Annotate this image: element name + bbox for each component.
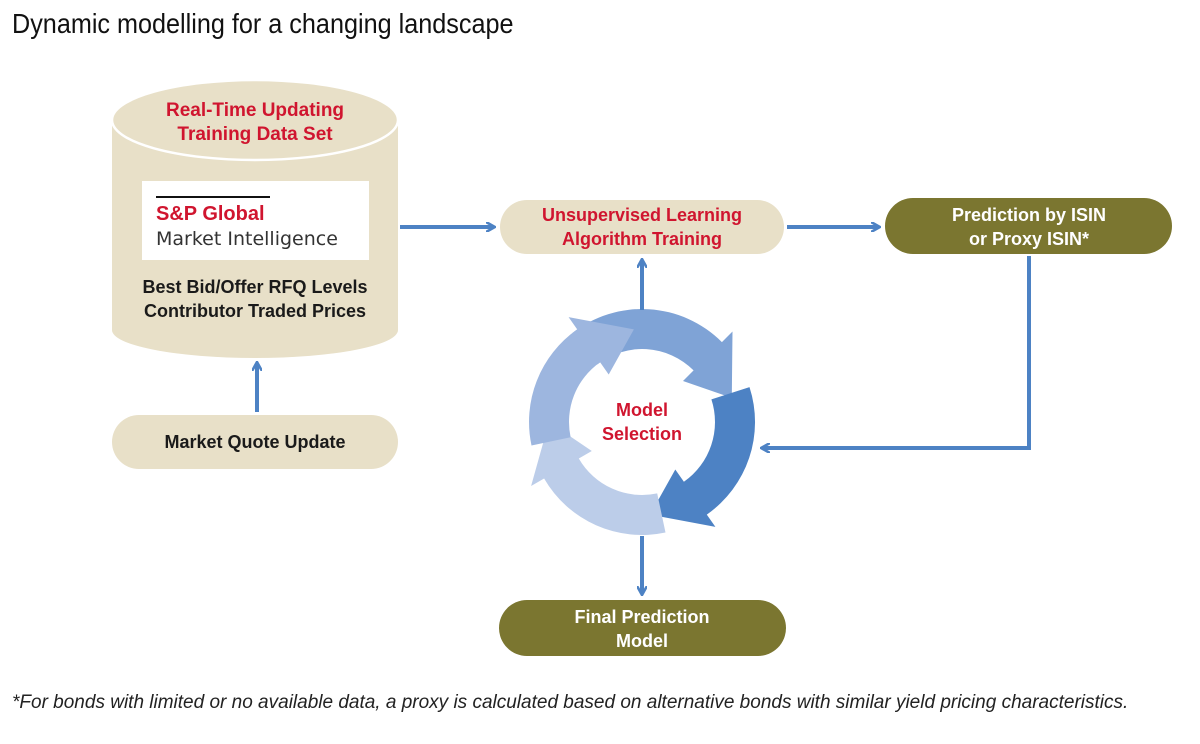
model-selection-line1: Model [616, 400, 668, 420]
final-line2: Model [616, 631, 668, 651]
prediction-line1: Prediction by ISIN [952, 205, 1106, 225]
cycle-arrow-top-left [529, 317, 634, 446]
training-data-title-line2: Training Data Set [177, 124, 333, 145]
training-data-cylinder: Real-Time Updating Training Data Set S&P… [110, 78, 400, 358]
page-title: Dynamic modelling for a changing landsca… [12, 8, 514, 39]
cycle-arrow-bottom-left [531, 422, 666, 535]
final-prediction-node: Final Prediction Model [499, 600, 786, 656]
unsupervised-learning-node: Unsupervised Learning Algorithm Training [500, 200, 784, 254]
training-data-title-line1: Real-Time Updating [166, 100, 344, 121]
unsupervised-line1: Unsupervised Learning [542, 205, 742, 225]
logo-brand-text: S&P Global [156, 203, 265, 225]
training-data-line1: Best Bid/Offer RFQ Levels [142, 277, 367, 297]
prediction-node: Prediction by ISIN or Proxy ISIN* [885, 198, 1172, 254]
model-selection-cycle [529, 309, 756, 535]
sp-global-logo: S&P Global Market Intelligence [142, 181, 369, 260]
unsupervised-line2: Algorithm Training [562, 229, 722, 249]
footnote: *For bonds with limited or no available … [12, 692, 1129, 713]
model-selection-line2: Selection [602, 424, 682, 444]
arrow-prediction-to-model-selection [762, 256, 1031, 448]
prediction-line2: or Proxy ISIN* [969, 229, 1089, 249]
logo-subtitle-text: Market Intelligence [156, 228, 338, 250]
training-data-line2: Contributor Traded Prices [144, 301, 366, 321]
market-quote-node: Market Quote Update [112, 415, 398, 469]
market-quote-label: Market Quote Update [164, 432, 345, 452]
final-line1: Final Prediction [574, 607, 709, 627]
cycle-arrow-bottom-right [650, 387, 756, 527]
